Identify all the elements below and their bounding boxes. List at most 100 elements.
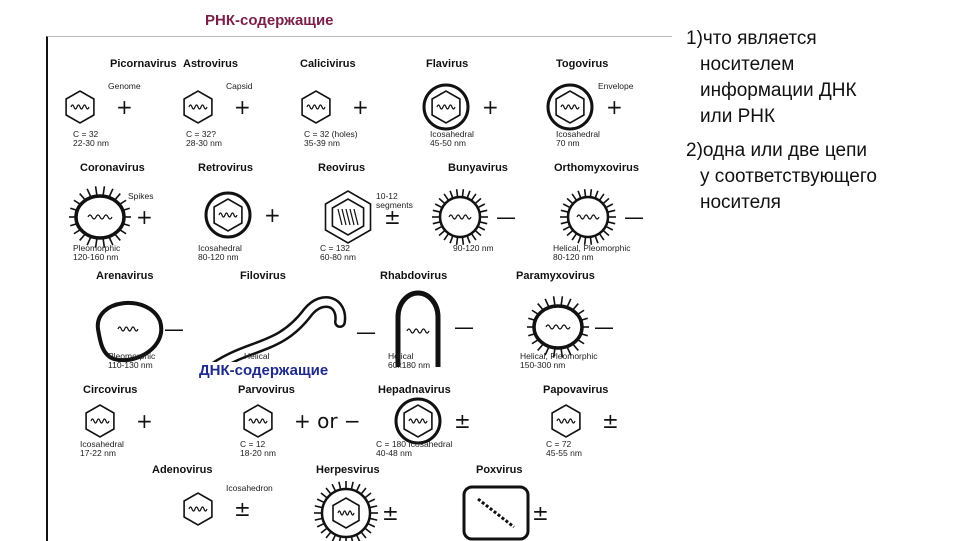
virus-callout: Genome: [108, 81, 141, 91]
virus-name: Adenovirus: [152, 464, 213, 476]
virus-name: Astrovirus: [183, 58, 238, 70]
virus-note: C = 32: [73, 129, 99, 139]
virus-name: Hepadnavirus: [378, 384, 451, 396]
virus-note: Helical, Pleomorphic: [553, 243, 631, 253]
enveloped-icosahedron-icon: [204, 191, 252, 239]
question-line: носителя: [700, 192, 781, 213]
virus-note: Pleomorphic: [73, 243, 121, 253]
virus-note: Helical, Pleomorphic: [520, 351, 598, 361]
virus-name: Bunyavirus: [448, 162, 508, 174]
virus-name: Papovavirus: [543, 384, 608, 396]
spiked-sphere-icon: [432, 189, 488, 245]
genome-sign: ±: [602, 409, 619, 433]
genome-sign: +: [136, 409, 153, 433]
virus-note: Icosahedral: [198, 243, 242, 253]
virus-name: Calicivirus: [300, 58, 356, 70]
genome-sign: +: [264, 203, 281, 227]
virus-astrovirus: Astrovirus + C = 32?28-30 nm Capsid: [183, 58, 253, 148]
genome-sign: —: [624, 205, 644, 229]
virus-note: 18-20 nm: [240, 448, 276, 458]
icosahedron-icon: [183, 90, 213, 124]
icosahedron-icon: [243, 404, 273, 438]
virus-note: C = 12: [240, 439, 266, 449]
genome-sign: ±: [384, 205, 401, 229]
virus-name: Parvovirus: [238, 384, 295, 396]
virus-callout: Envelope: [598, 81, 634, 91]
question-line: информации ДНК: [700, 80, 857, 101]
virus-callout: Capsid: [226, 81, 253, 91]
genome-sign: ±: [454, 409, 471, 433]
genome-sign: —: [454, 315, 474, 339]
question-line: 2)одна или две цепи: [686, 140, 868, 161]
bullet-icon: [395, 290, 441, 367]
virus-note: Helical: [244, 351, 270, 361]
icosahedron-icon: [85, 404, 115, 438]
virus-note: C = 72: [546, 439, 572, 449]
virus-bunyavirus: Bunyavirus—90-120 nm: [432, 162, 516, 253]
virus-note: C = 180 Icosahedral: [376, 439, 452, 449]
virus-callout: 10-12: [376, 191, 398, 201]
spiked-sphere-icon: [560, 189, 616, 245]
virus-name: Paramyxovirus: [516, 270, 595, 282]
virus-name: Picornavirus: [110, 58, 177, 70]
virus-note: 120-160 nm: [73, 252, 118, 262]
pleomorphic-icon: [95, 300, 164, 363]
virus-note: 90-120 nm: [453, 243, 494, 253]
virus-poxvirus: Poxvirus±Complex: [462, 464, 549, 541]
virus-note: Pleomorphic: [108, 351, 156, 361]
virus-name: Circovirus: [83, 384, 137, 396]
virus-note: 45-55 nm: [546, 448, 582, 458]
spiked-pleomorphic-icon: [527, 296, 589, 358]
enveloped-icosahedron-icon: [422, 83, 470, 131]
virus-name: Rhabdovirus: [380, 270, 447, 282]
virus-name: Filovirus: [240, 270, 286, 282]
icosahedron-icon: [551, 404, 581, 438]
virus-name: Reovirus: [318, 162, 365, 174]
virus-note: C = 132: [320, 243, 350, 253]
question-line: или РНК: [700, 106, 776, 127]
virus-herpesvirus: Herpesvirus±C = 162: [314, 464, 399, 541]
genome-sign: +: [234, 95, 251, 119]
enveloped-icosahedron-icon: [394, 397, 442, 445]
question-line: 1)что является: [686, 28, 817, 49]
virus-note: 35-39 nm: [304, 138, 340, 148]
virus-note: Icosahedral: [430, 129, 474, 139]
virus-name: Arenavirus: [96, 270, 153, 282]
genome-sign: +: [136, 205, 153, 229]
rna-heading: РНК-содержащие: [205, 12, 334, 29]
icosahedron-icon: [65, 90, 95, 124]
dna-heading: ДНК-содержащие: [197, 362, 331, 379]
genome-sign: —: [164, 317, 184, 341]
virus-note: Helical: [388, 351, 414, 361]
brick-icon: [462, 485, 530, 541]
virus-note: C = 32 (holes): [304, 129, 358, 139]
virus-note: 40-48 nm: [376, 448, 412, 458]
virus-note: 80-120 nm: [553, 252, 594, 262]
spiked-enveloped-icon: [314, 481, 378, 541]
virus-note: C = 32?: [186, 129, 216, 139]
virus-note: 28-30 nm: [186, 138, 222, 148]
virus-callout: Icosahedron: [226, 483, 273, 493]
question-1: 1)что является носителем информации ДНК …: [686, 26, 948, 130]
virus-name: Coronavirus: [80, 162, 145, 174]
question-2: 2)одна или две цепи у соответствующего н…: [686, 138, 948, 216]
virus-note: 45-50 nm: [430, 138, 466, 148]
virus-note: 60-80 nm: [320, 252, 356, 262]
virus-note: 17-22 nm: [80, 448, 116, 458]
icosahedron-icon: [183, 492, 213, 526]
genome-sign: ±: [382, 501, 399, 525]
questions-block: 1)что является носителем информации ДНК …: [686, 26, 948, 224]
virus-calicivirus: Calicivirus+C = 32 (holes)35-39 nm: [300, 58, 369, 148]
